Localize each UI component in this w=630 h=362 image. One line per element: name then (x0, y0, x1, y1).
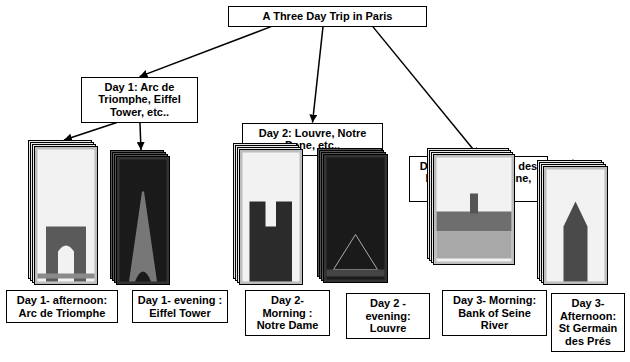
photo-stack (28, 140, 100, 287)
photo-stack-sheet (113, 153, 166, 281)
photo-node: Day 1- afternoon: Arc de Triomphe (6, 140, 118, 300)
caption-box: Day 1- afternoon: Arc de Triomphe (6, 290, 118, 323)
photo-node: Day 1- evening : Eiffel Tower (110, 150, 228, 300)
arrow-connector (140, 123, 141, 150)
photo-stack-sheet (238, 148, 301, 283)
photo-stack (537, 160, 610, 287)
arrow-connector (373, 27, 479, 156)
photo-frame (35, 147, 98, 285)
louvre-pyramid (334, 235, 378, 270)
arrow-connector (64, 123, 117, 140)
node-text: Day 1: Arc de Triomphe, Eiffel Tower, et… (86, 81, 193, 119)
photo-stack-sheet (430, 151, 511, 261)
title-box: A Three Day Trip in Paris (228, 6, 427, 27)
photo-node: Day 3- Afternoon: St Germain des Prés (537, 160, 625, 303)
arrow-connector (313, 27, 324, 123)
photo-stack (427, 148, 517, 267)
photo-image (437, 158, 512, 262)
node-text: Day 2- Morning : Notre Dame (250, 294, 325, 332)
photo-node: Day 2- Morning : Notre Dame (233, 143, 330, 300)
photo-frame (324, 155, 388, 283)
eiffel-tower (129, 192, 157, 282)
photo-image (547, 170, 605, 282)
photo-image (38, 150, 95, 282)
riverbank-buildings (437, 212, 512, 232)
node-text: Day 1- afternoon: Arc de Triomphe (11, 294, 113, 319)
caption-box: Day 3- Afternoon: St Germain des Prés (551, 293, 625, 352)
street (38, 274, 95, 279)
node-text: Day 2 - evening: Louvre (351, 297, 425, 335)
church-steeple (564, 202, 588, 282)
photo-frame (117, 157, 170, 285)
photo-image (120, 160, 167, 282)
photo-image (243, 153, 300, 282)
louvre-ground (327, 270, 385, 277)
photo-stack (110, 150, 172, 287)
photo-frame (434, 155, 515, 265)
photo-stack-sheet (322, 153, 386, 281)
notre-dame (250, 202, 293, 282)
day-box: Day 1: Arc de Triomphe, Eiffel Tower, et… (81, 77, 198, 123)
arc-de-triomphe (46, 227, 86, 282)
photo-stack (317, 148, 390, 285)
caption-box: Day 2- Morning : Notre Dame (245, 290, 330, 336)
photo-stack (233, 143, 305, 287)
photo-frame (544, 167, 608, 285)
photo-node: Day 2 - evening: Louvre (317, 148, 430, 303)
node-text: A Three Day Trip in Paris (233, 10, 422, 23)
node-text: Day 1- evening : Eiffel Tower (137, 294, 223, 319)
node-text: Day 3- Afternoon: St Germain des Prés (556, 297, 620, 348)
photo-frame (240, 150, 303, 285)
distant-tower (470, 194, 478, 214)
photo-stack-sheet (33, 145, 96, 283)
photo-stack-sheet (432, 153, 513, 263)
photo-stack-sheet (540, 163, 604, 281)
photo-stack-sheet (31, 143, 94, 281)
photo-stack-sheet (320, 151, 384, 279)
photo-stack-sheet (236, 146, 299, 281)
photo-node: Day 3- Morning: Bank of Seine River (427, 148, 547, 300)
caption-box: Day 2 - evening: Louvre (346, 293, 430, 339)
arrow-connector (140, 27, 272, 77)
seine-river (437, 232, 512, 259)
photo-stack-sheet (115, 155, 168, 283)
node-text: Day 3- Morning: Bank of Seine River (447, 294, 542, 332)
photo-stack-sheet (542, 165, 606, 283)
caption-box: Day 1- evening : Eiffel Tower (132, 290, 228, 323)
caption-box: Day 3- Morning: Bank of Seine River (442, 290, 547, 336)
photo-image (327, 158, 385, 280)
